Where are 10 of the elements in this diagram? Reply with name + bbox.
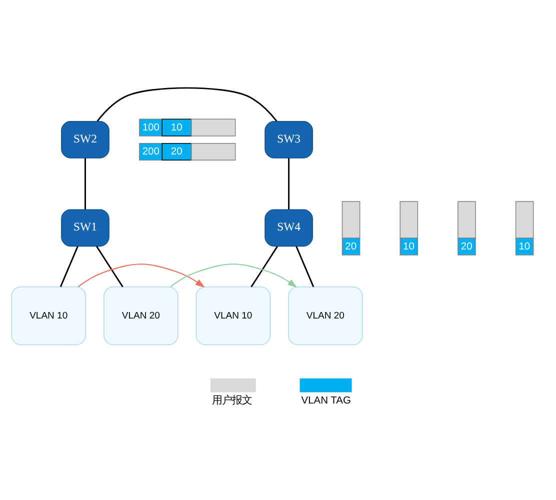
label: 200 bbox=[142, 146, 160, 158]
label: 10 bbox=[403, 241, 414, 252]
label: 20 bbox=[460, 241, 472, 252]
label: 10 bbox=[518, 241, 530, 252]
label: 20 bbox=[345, 241, 357, 252]
legend-label: VLAN TAG bbox=[301, 395, 351, 406]
label: 10 bbox=[170, 122, 182, 134]
label: 20 bbox=[170, 146, 182, 158]
legend-label: 用户报文 bbox=[212, 395, 252, 406]
label: 100 bbox=[142, 122, 160, 134]
